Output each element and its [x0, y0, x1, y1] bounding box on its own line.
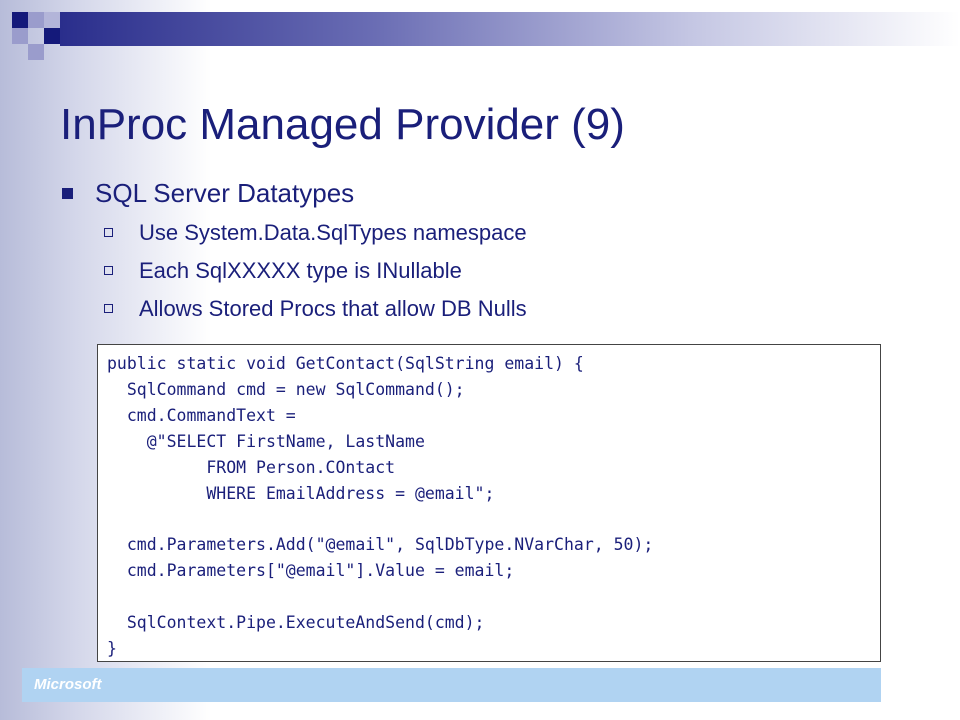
- bullet-item: SQL Server Datatypes: [62, 178, 354, 209]
- footer-brand-logo: Microsoft: [34, 676, 102, 693]
- code-line: public static void GetContact(SqlString …: [107, 354, 584, 373]
- hollow-square-bullet-icon: [104, 303, 113, 313]
- code-line: cmd.CommandText =: [107, 405, 296, 425]
- decor-square-icon: [12, 12, 28, 28]
- code-line: cmd.Parameters["@email"].Value = email;: [107, 561, 515, 581]
- filled-square-bullet-icon: [62, 187, 73, 199]
- code-line: cmd.Parameters.Add("@email", SqlDbType.N…: [107, 535, 654, 555]
- sub-bullet-item: Use System.Data.SqlTypes namespace: [104, 220, 527, 246]
- sub-bullet-text: Allows Stored Procs that allow DB Nulls: [139, 296, 527, 321]
- header-gradient-bar: [60, 12, 960, 46]
- footer-bar: Microsoft: [22, 668, 881, 702]
- code-line: }: [107, 638, 117, 658]
- decor-square-icon: [12, 28, 28, 44]
- code-sample-box: public static void GetContact(SqlString …: [97, 344, 881, 662]
- bullet-text: SQL Server Datatypes: [95, 178, 355, 208]
- decor-square-icon: [44, 28, 60, 44]
- slide-title: InProc Managed Provider (9): [60, 100, 625, 149]
- decor-square-icon: [28, 44, 44, 60]
- decor-square-icon: [28, 12, 44, 28]
- hollow-square-bullet-icon: [104, 227, 113, 237]
- code-line: SqlCommand cmd = new SqlCommand();: [107, 379, 465, 399]
- code-line: @"SELECT FirstName, LastName: [107, 431, 425, 451]
- hollow-square-bullet-icon: [104, 265, 113, 275]
- sub-bullet-item: Allows Stored Procs that allow DB Nulls: [104, 296, 527, 322]
- code-line: WHERE EmailAddress = @email";: [107, 483, 495, 503]
- code-line: SqlContext.Pipe.ExecuteAndSend(cmd);: [107, 613, 485, 633]
- sub-bullet-text: Use System.Data.SqlTypes namespace: [139, 220, 527, 245]
- sub-bullet-text: Each SqlXXXXX type is INullable: [139, 258, 462, 283]
- code-line: FROM Person.COntact: [107, 457, 396, 477]
- sub-bullet-item: Each SqlXXXXX type is INullable: [104, 258, 462, 284]
- decor-square-icon: [44, 12, 60, 28]
- code-block: public static void GetContact(SqlString …: [107, 351, 653, 662]
